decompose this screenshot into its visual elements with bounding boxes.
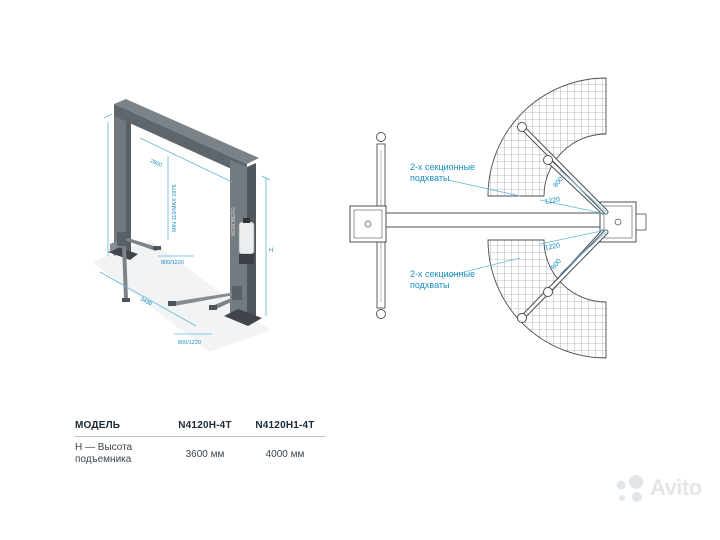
label-lower-line1: 2-х секционные: [410, 269, 475, 279]
dim-arm-upper-long: 1220: [544, 196, 561, 206]
left-post-block: [349, 205, 387, 243]
row-label-line2: подъемника: [75, 454, 132, 465]
dim-arm-upper-short: 800: [552, 176, 565, 190]
header-model-1: N4120H-4T: [178, 419, 232, 431]
floor-shadow: [92, 240, 270, 352]
spec-table: МОДЕЛЬ N4120H-4T N4120H1-4T H — Высота п…: [75, 414, 325, 471]
top-beam-face: [114, 104, 247, 176]
top-view-schematic: 2-х секционные подхваты 2-х секционные п…: [349, 77, 647, 359]
lift-illustration: NORDBERG 2800 MIN 110/MAX 1975 800/1220: [92, 99, 273, 352]
right-column-base: [224, 309, 262, 326]
dim-outer-width: 800/1220: [178, 340, 201, 346]
table-divider: [75, 436, 325, 437]
left-carriage: [117, 232, 126, 246]
right-arm-1: [172, 292, 240, 306]
spec-table-header: МОДЕЛЬ N4120H-4T N4120H1-4T: [75, 414, 325, 437]
avito-watermark: Avito: [612, 472, 712, 504]
watermark-text: Avito: [650, 475, 702, 500]
dimension-lines: [99, 113, 271, 335]
left-arm-1: [124, 238, 160, 251]
avito-dots-icon: [616, 475, 643, 502]
main-beam: [385, 212, 601, 228]
label-lower-line2: подхваты: [410, 280, 450, 290]
motor: [239, 254, 254, 264]
dim-arm-lower-short: 800: [550, 258, 563, 272]
upper-pad-2: [517, 122, 527, 132]
left-column-side: [126, 107, 131, 252]
table-row: H — Высота подъемника 3600 мм 4000 мм: [75, 437, 325, 471]
row-label-line1: H — Высота: [75, 442, 133, 453]
right-post-inner: [603, 205, 633, 239]
upper-pad-1: [543, 155, 553, 165]
left-arm-pad: [122, 298, 130, 302]
hydraulic-tank-cap: [243, 218, 250, 223]
dim-lift-height: MIN 110/MAX 1975: [172, 184, 178, 232]
left-arm-2: [122, 244, 128, 300]
left-column: [114, 107, 126, 256]
right-post-motor: [635, 213, 647, 231]
right-arm-pad-2: [209, 305, 217, 310]
lower-pad-1: [543, 287, 553, 297]
row-value-model-2: 4000 мм: [265, 448, 305, 460]
left-arm-pad-2: [153, 246, 161, 250]
right-post-pin: [614, 218, 622, 226]
arm-sweep-lower: [487, 239, 607, 359]
post-brand: NORDBERG: [231, 207, 237, 236]
dim-depth: 3430: [139, 296, 153, 307]
lower-pad-2: [517, 313, 527, 323]
right-column: [230, 160, 247, 322]
hydraulic-tank: [238, 221, 255, 255]
dim-total-height: H: [269, 248, 273, 254]
left-post-pin: [364, 220, 372, 228]
arm-sweep-upper: [487, 77, 607, 197]
left-post-inner: [353, 209, 383, 239]
row-value-model-1: 3600 мм: [185, 448, 225, 460]
label-upper-line2: подхваты: [410, 173, 450, 183]
header-model-2: N4120H1-4T: [255, 419, 315, 431]
top-view-dimension-leaders: [447, 169, 607, 277]
dim-inner-width: 800/1220: [161, 260, 184, 266]
label-upper-line1: 2-х секционные: [410, 162, 475, 172]
right-arm-pad: [168, 301, 176, 306]
top-beam: [114, 99, 259, 164]
left-post-end-bottom: [376, 309, 386, 319]
row-label: H — Высота подъемника: [75, 437, 165, 471]
dim-arm-lower-long: 1220: [544, 242, 561, 252]
left-post-end-top: [376, 132, 386, 142]
right-carriage: [232, 286, 242, 300]
dim-height-top: 2800: [149, 158, 163, 168]
header-model: МОДЕЛЬ: [75, 419, 121, 431]
